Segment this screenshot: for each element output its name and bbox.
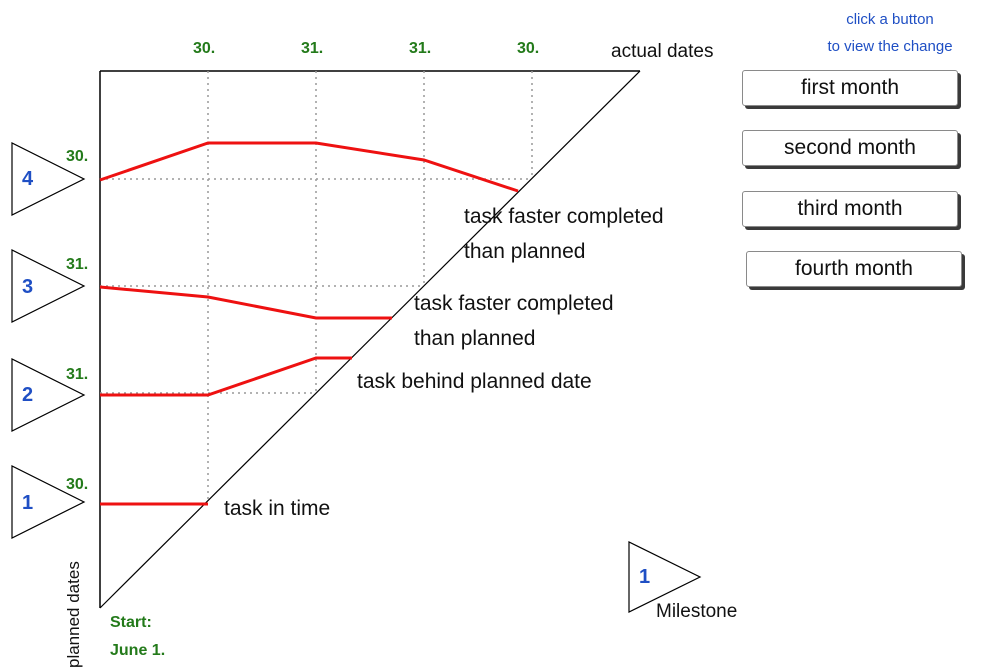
fourth-month-button[interactable]: fourth month: [746, 251, 962, 287]
instruction-line-2: to view the change: [827, 38, 953, 55]
milestone-2-date: 31.: [66, 366, 89, 383]
grid-horizontal: [100, 178, 532, 394]
milestone-3-number: 3: [22, 276, 34, 298]
trend-line-milestone-4: [99, 141, 519, 193]
diagonal-line: [99, 70, 641, 609]
actual-dates-label: actual dates: [611, 41, 714, 62]
start-date-label: June 1.: [110, 642, 166, 659]
annotation-milestone-3-line2: than planned: [414, 327, 536, 350]
actual-date-tick: 30.: [193, 40, 216, 57]
milestone-1-date: 30.: [66, 476, 89, 493]
legend-milestone-label: Milestone: [656, 601, 738, 622]
legend-milestone-icon: [628, 541, 702, 613]
actual-date-tick: 31.: [301, 40, 324, 57]
milestone-3-icon: [11, 249, 86, 323]
second-month-button[interactable]: second month: [742, 130, 958, 166]
milestone-1-number: 1: [22, 492, 34, 514]
annotation-milestone-1: task in time: [224, 497, 331, 520]
annotation-milestone-3-line1: task faster completed: [414, 292, 614, 315]
third-month-button[interactable]: third month: [742, 191, 958, 227]
instruction-line-1: click a button: [846, 11, 934, 28]
milestone-4-date: 30.: [66, 148, 89, 165]
legend-milestone-number: 1: [639, 566, 651, 588]
trend-line-milestone-2: [100, 356, 352, 397]
grid-vertical: [207, 71, 533, 500]
start-label: Start:: [110, 614, 152, 631]
milestone-1-icon: [11, 465, 86, 539]
milestone-2-icon: [11, 358, 86, 432]
trend-line-milestone-3: [99, 285, 392, 320]
annotation-milestone-4-line2: than planned: [464, 240, 586, 263]
milestone-2-number: 2: [22, 384, 34, 406]
actual-date-tick: 30.: [517, 40, 540, 57]
milestone-3-date: 31.: [66, 256, 89, 273]
planned-dates-label: planned dates: [64, 561, 83, 668]
first-month-button[interactable]: first month: [742, 70, 958, 106]
annotation-milestone-2: task behind planned date: [357, 370, 592, 393]
annotation-milestone-4-line1: task faster completed: [464, 205, 664, 228]
milestone-4-icon: [11, 142, 86, 216]
actual-date-tick: 31.: [409, 40, 432, 57]
milestone-4-number: 4: [22, 168, 34, 190]
